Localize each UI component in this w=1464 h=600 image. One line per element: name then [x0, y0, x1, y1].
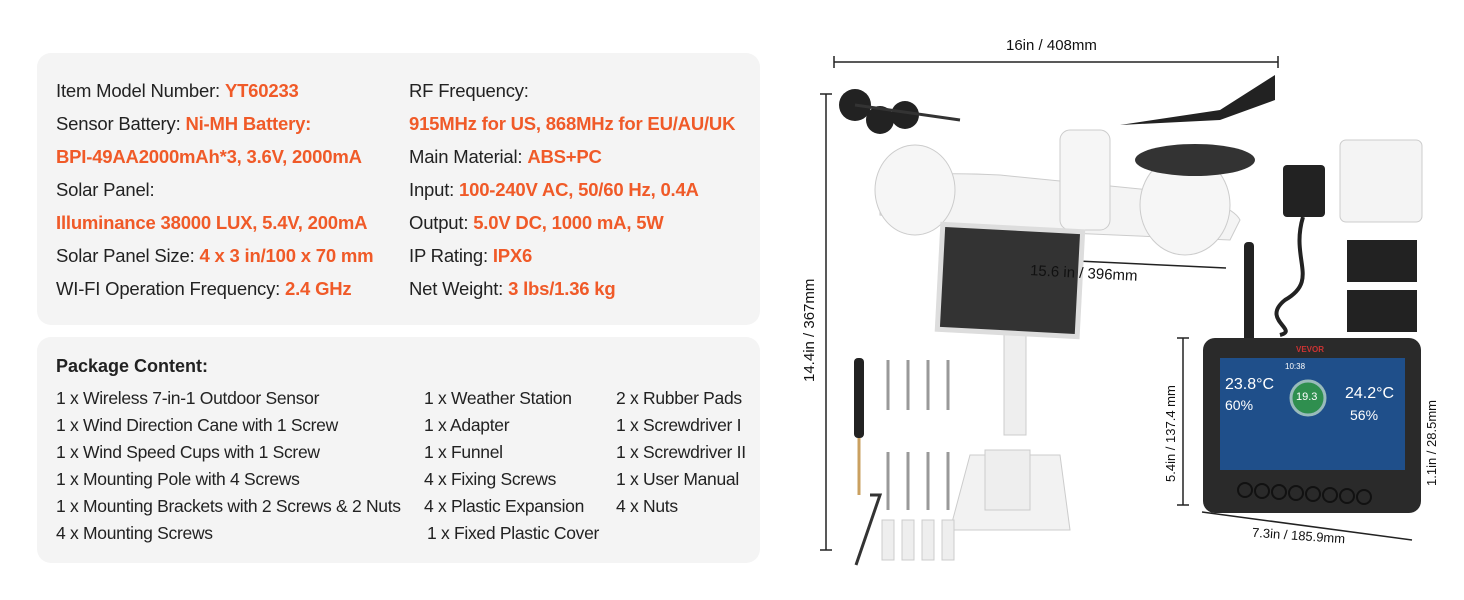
package-item: 4 x Nuts: [616, 496, 678, 516]
package-item: 1 x Fixed Plastic Cover: [427, 523, 600, 543]
package-item: 1 x Mounting Pole with 4 Screws: [56, 469, 300, 489]
spec-value: Illuminance 38000 LUX, 5.4V, 200mA: [56, 212, 368, 233]
spec-line: Illuminance 38000 LUX, 5.4V, 200mA: [56, 212, 367, 234]
spec-label: Item Model Number:: [56, 80, 225, 101]
spec-value: 4 x 3 in/100 x 70 mm: [199, 245, 374, 266]
spec-value: 3 lbs/1.36 kg: [508, 278, 616, 299]
package-item: 1 x Screwdriver I: [616, 415, 742, 435]
spec-line: RF Frequency:: [409, 80, 529, 102]
package-content-card: Package Content:: [37, 337, 760, 563]
spec-line: 915MHz for US, 868MHz for EU/AU/UK: [409, 113, 735, 135]
weather-station-display: [1203, 242, 1421, 513]
spec-line: Solar Panel:: [56, 179, 155, 201]
package-title: Package Content:: [56, 356, 209, 376]
sensor-width-label: 16in / 408mm: [1006, 37, 1097, 54]
sensor-height-label: 14.4in / 367mm: [801, 278, 818, 382]
display-depth-label: 1.1in / 28.5mm: [1424, 400, 1439, 486]
spec-label: Solar Panel:: [56, 179, 155, 200]
indoor-humidity: 56%: [1350, 407, 1379, 423]
spec-label: Sensor Battery:: [56, 113, 186, 134]
spec-value: 2.4 GHz: [285, 278, 352, 299]
package-item: 4 x Mounting Screws: [56, 523, 213, 543]
spec-value: BPI-49AA2000mAh*3, 3.6V, 2000mA: [56, 146, 362, 167]
spec-label: RF Frequency:: [409, 80, 529, 101]
spec-label: Input:: [409, 179, 460, 200]
brand-logo: VEVOR: [1296, 345, 1325, 354]
dimension-lines: [820, 56, 1413, 551]
spec-value: ABS+PC: [527, 146, 602, 167]
display-height-label: 5.4in / 137.4 mm: [1163, 385, 1178, 482]
spec-value: YT60233: [224, 80, 299, 101]
package-item: 1 x Adapter: [424, 415, 510, 435]
package-item: 1 x Funnel: [424, 442, 503, 462]
spec-value: 5.0V DC, 1000 mA, 5W: [473, 212, 664, 233]
package-item: 1 x Screwdriver II: [616, 442, 746, 462]
spec-label: Net Weight:: [409, 278, 509, 299]
wind-speed: 19.3: [1296, 391, 1318, 403]
spec-value: IPX6: [492, 245, 533, 266]
spec-line: WI-FI Operation Frequency: 2.4 GHz: [56, 278, 352, 300]
spec-line: Net Weight: 3 lbs/1.36 kg: [409, 278, 616, 300]
spec-label: WI-FI Operation Frequency:: [56, 278, 286, 299]
spec-line: Sensor Battery: Ni-MH Battery:: [56, 113, 311, 135]
spec-label: IP Rating:: [409, 245, 493, 266]
outdoor-humidity: 60%: [1225, 397, 1254, 413]
accessories: [854, 139, 1423, 566]
spec-value: 915MHz for US, 868MHz for EU/AU/UK: [409, 113, 736, 134]
package-item: 1 x Wind Direction Cane with 1 Screw: [56, 415, 338, 435]
spec-line: Input: 100-240V AC, 50/60 Hz, 0.4A: [409, 179, 699, 201]
package-item: 2 x Rubber Pads: [616, 388, 742, 408]
spec-line: BPI-49AA2000mAh*3, 3.6V, 2000mA: [56, 146, 362, 168]
package-item: 4 x Fixing Screws: [424, 469, 557, 489]
screws: [886, 360, 950, 510]
outdoor-sensor: [839, 75, 1275, 531]
package-item: 1 x Weather Station: [424, 388, 572, 408]
spec-line: Output: 5.0V DC, 1000 mA, 5W: [409, 212, 664, 234]
display-time: 10:38: [1285, 362, 1306, 371]
indoor-temp: 24.2°C: [1345, 385, 1395, 402]
spec-line: Solar Panel Size: 4 x 3 in/100 x 70 mm: [56, 245, 374, 267]
spec-line: Item Model Number: YT60233: [56, 80, 299, 102]
specifications-card: [37, 53, 760, 325]
package-item: 1 x User Manual: [616, 469, 739, 489]
spec-line: Main Material: ABS+PC: [409, 146, 602, 168]
spec-label: Output:: [409, 212, 474, 233]
outdoor-temp: 23.8°C: [1225, 376, 1275, 393]
spec-label: Solar Panel Size:: [56, 245, 200, 266]
spec-value: Ni-MH Battery:: [185, 113, 312, 134]
spec-line: IP Rating: IPX6: [409, 245, 532, 267]
package-item: 4 x Plastic Expansion: [424, 496, 585, 516]
spec-value: 100-240V AC, 50/60 Hz, 0.4A: [459, 179, 699, 200]
spec-label: Main Material:: [409, 146, 528, 167]
package-item: 1 x Mounting Brackets with 2 Screws & 2 …: [56, 496, 401, 516]
package-item: 1 x Wind Speed Cups with 1 Screw: [56, 442, 320, 462]
package-item: 1 x Wireless 7-in-1 Outdoor Sensor: [56, 388, 320, 408]
